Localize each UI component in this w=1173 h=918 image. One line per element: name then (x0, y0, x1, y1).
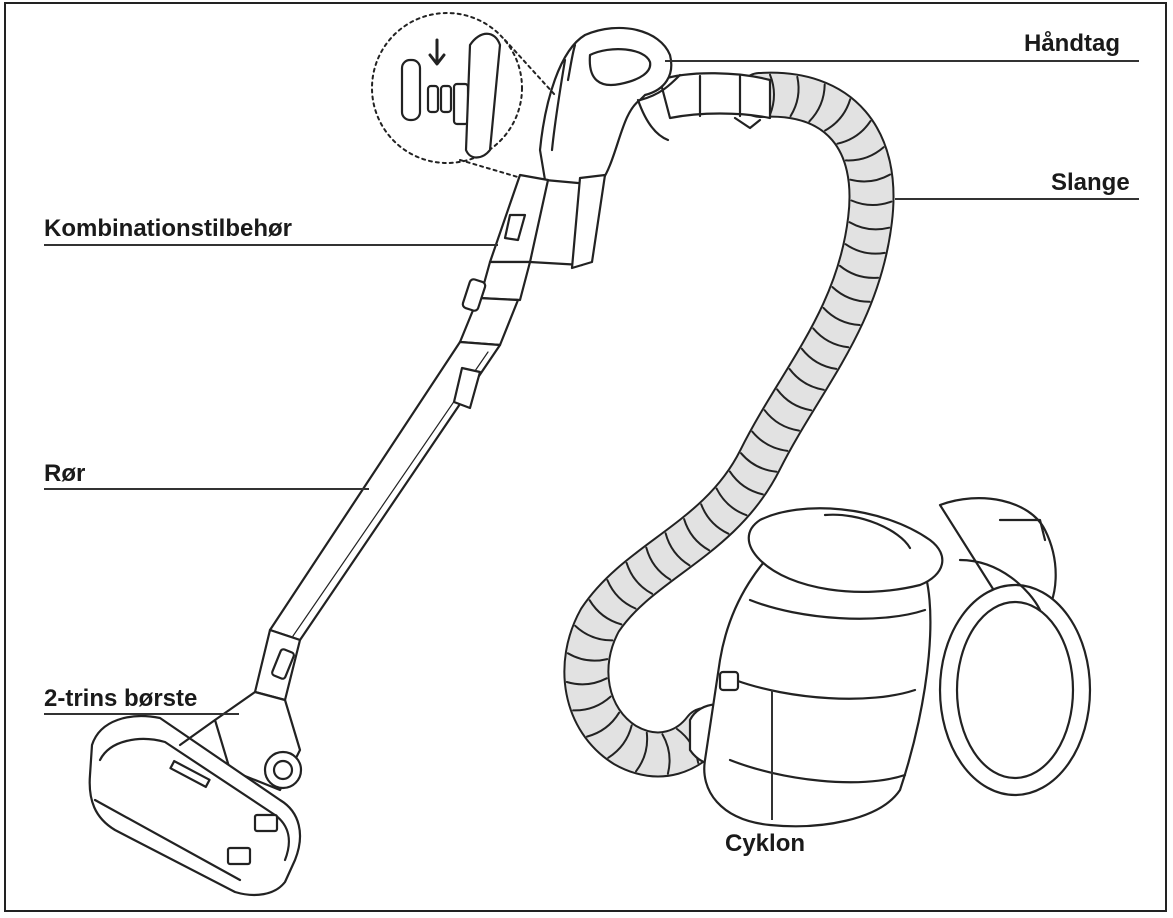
label-hose: Slange (1051, 169, 1130, 196)
label-pipe: Rør (44, 460, 86, 487)
leader-handle (665, 60, 1139, 62)
hose-rib (836, 120, 872, 145)
hose-rib (849, 173, 892, 183)
hose-rib (565, 677, 608, 686)
hose-rib (788, 368, 825, 391)
hose-rib (844, 146, 885, 162)
hose-rib (850, 199, 893, 207)
pipe-drawing (253, 340, 502, 702)
leader-hose (895, 198, 1139, 200)
hose-drawing (563, 71, 895, 778)
hose-rib (645, 546, 672, 581)
hose-rib (769, 73, 775, 116)
hose-rib (838, 264, 880, 279)
hose-rib (664, 532, 691, 567)
hose-rib (740, 452, 778, 473)
hose-rib (751, 430, 789, 452)
leader-combination-tool (44, 244, 498, 246)
hose-rib (800, 347, 838, 370)
leader-pipe (44, 488, 369, 490)
hose-rib (844, 243, 886, 255)
leader-brush (44, 713, 239, 715)
hose-rib (606, 579, 637, 610)
hose-rib (848, 221, 891, 231)
hose-rib (808, 83, 826, 123)
hose-rib (566, 652, 609, 662)
label-brush: 2-trins børste (44, 685, 198, 712)
hose-rib (574, 624, 614, 642)
hose-rib (728, 470, 764, 496)
hose-rib (607, 724, 633, 759)
hose-rib (588, 599, 623, 626)
brush-drawing (88, 690, 303, 897)
combination-tool-drawing (458, 173, 607, 347)
label-cyclone: Cyklon (725, 830, 806, 857)
hose-rib (586, 711, 621, 738)
hose-rib (831, 286, 871, 303)
hose-rib (822, 306, 861, 326)
hose-rib (824, 98, 852, 132)
hose-rib (683, 518, 711, 552)
hose-rib (572, 695, 612, 712)
hose-rib (661, 733, 671, 775)
hose-rib (812, 327, 850, 349)
handle-drawing (538, 26, 682, 193)
label-combination-tool: Kombinationstilbehør (44, 215, 292, 242)
leader-cyclone (771, 690, 773, 820)
hose-rib (625, 561, 654, 595)
hose-rib (789, 75, 800, 118)
hose-rib (763, 409, 800, 432)
label-handle: Håndtag (1024, 30, 1120, 57)
hose-rib (776, 388, 813, 412)
canister-drawing (703, 497, 1092, 828)
hose-rib (635, 731, 649, 773)
hose-rib (700, 503, 730, 535)
battery-inset (371, 12, 556, 186)
hose-rib (715, 487, 748, 517)
